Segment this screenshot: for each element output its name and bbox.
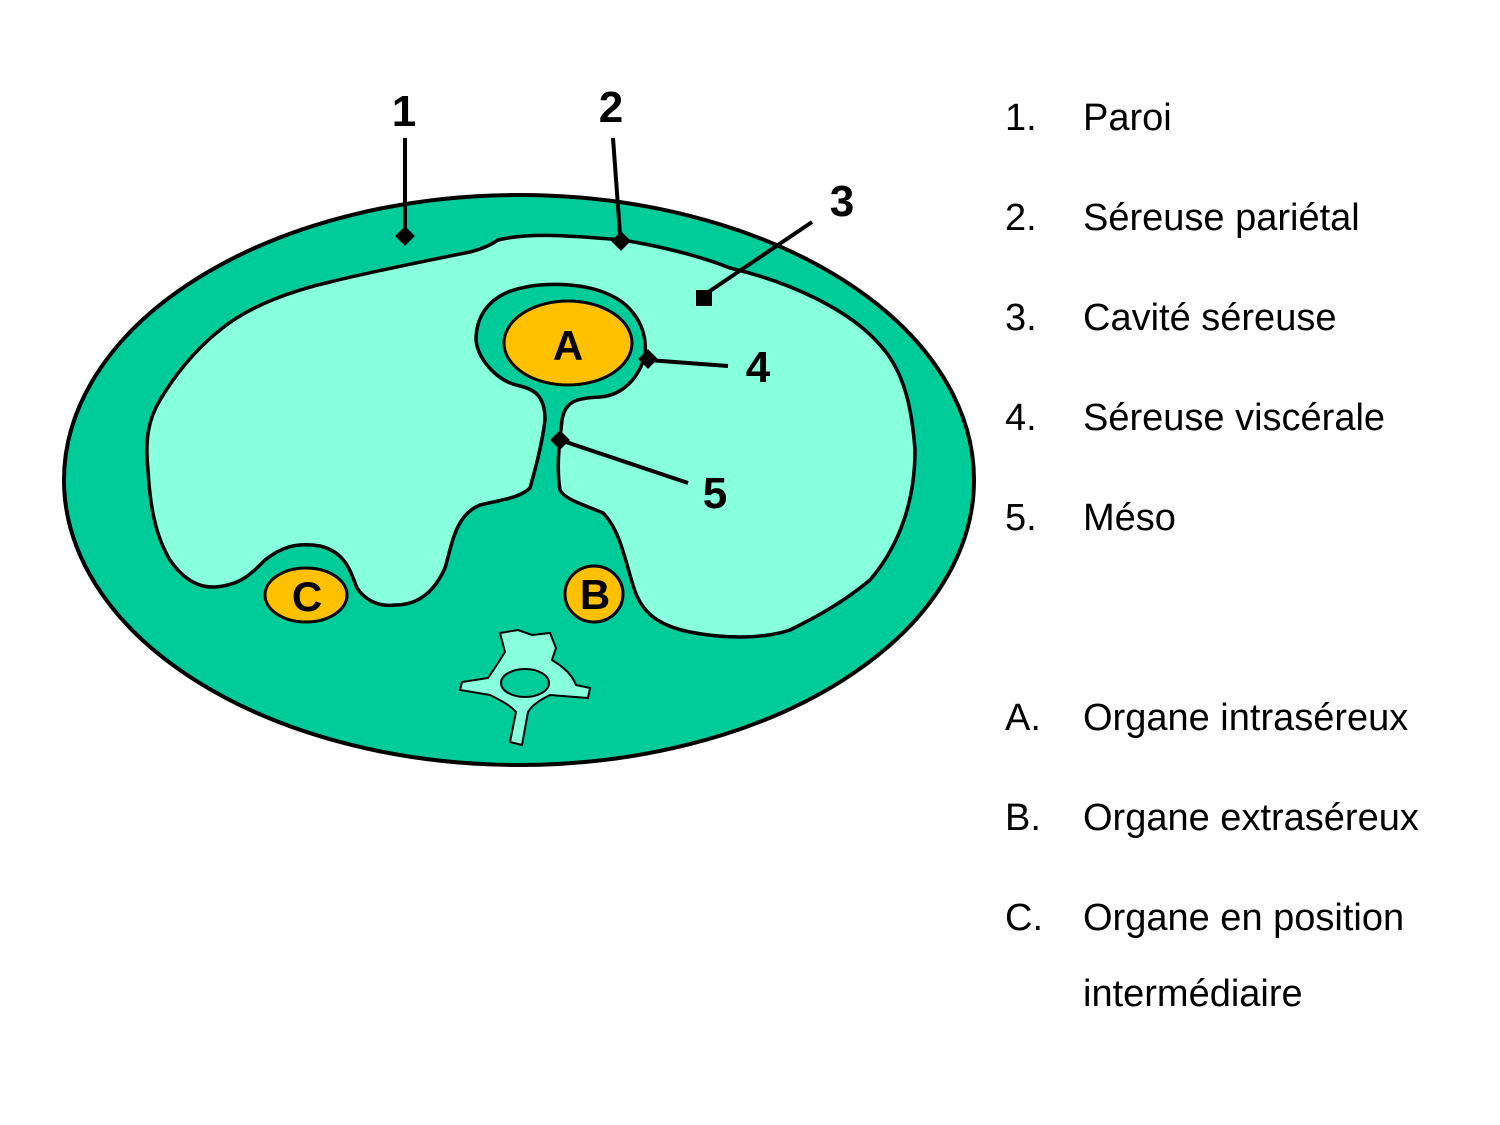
legend-marker: C. [1005,897,1043,939]
legend-text: Séreuse pariétal [1083,197,1360,239]
organ-c [263,566,349,624]
callout-1-marker [395,226,415,246]
legend-marker: 2. [1005,197,1037,239]
legend-text: Organe en position intermédiaire [1083,880,1404,1032]
callout-3-leader [702,220,814,297]
callout-5-number: 5 [703,469,727,518]
callout-4-marker [638,349,658,369]
legend-item-b: B. Organe extraséreux [1005,780,1485,880]
organ-a-label: A [553,322,583,369]
callout-1-number: 1 [392,87,416,136]
organ-b-label: B [580,571,610,618]
legend-item-a: A. Organe intraséreux [1005,680,1485,780]
legend-item-1: 1. Paroi [1005,80,1485,180]
legend-marker: 4. [1005,397,1037,439]
organ-c-label: C [292,573,322,620]
legend-marker: 3. [1005,297,1037,339]
callout-5-marker [550,430,570,450]
callout-4-number: 4 [746,343,771,392]
legend-text: Séreuse viscérale [1083,397,1386,439]
legend-marker: A. [1005,697,1041,739]
legend-item-4: 4. Séreuse viscérale [1005,380,1485,480]
legend-text: Paroi [1083,97,1172,139]
legend-item-5: 5. Méso [1005,480,1485,580]
callout-3-number: 3 [830,177,854,226]
legend-text: Organe extraséreux [1083,797,1419,839]
legend-item-3: 3. Cavité séreuse [1005,280,1485,380]
legend-text: Cavité séreuse [1083,297,1337,339]
legend-item-c: C. Organe en position intermédiaire [1005,880,1485,1032]
serous-cavity [145,233,917,639]
legend-text: Organe intraséreux [1083,697,1409,739]
callout-5-leader [559,438,689,485]
callout-2-number: 2 [599,83,623,132]
legend-marker: 5. [1005,497,1037,539]
legend-text: Méso [1083,497,1176,539]
legend: 1. Paroi 2. Séreuse pariétal 3. Cavité s… [1005,80,1485,1032]
legend-text-line-1: Organe en position [1083,897,1405,939]
organ-a [502,299,634,387]
vertebral-foramen [500,668,550,698]
legend-text-line-2: intermédiaire [1083,973,1303,1015]
organ-b [563,564,625,624]
callout-2-leader [611,137,622,235]
legend-item-2: 2. Séreuse pariétal [1005,180,1485,280]
callout-3-marker [696,290,712,306]
legend-marker: 1. [1005,97,1037,139]
legend-marker: B. [1005,797,1041,839]
callout-4-leader [647,358,729,368]
